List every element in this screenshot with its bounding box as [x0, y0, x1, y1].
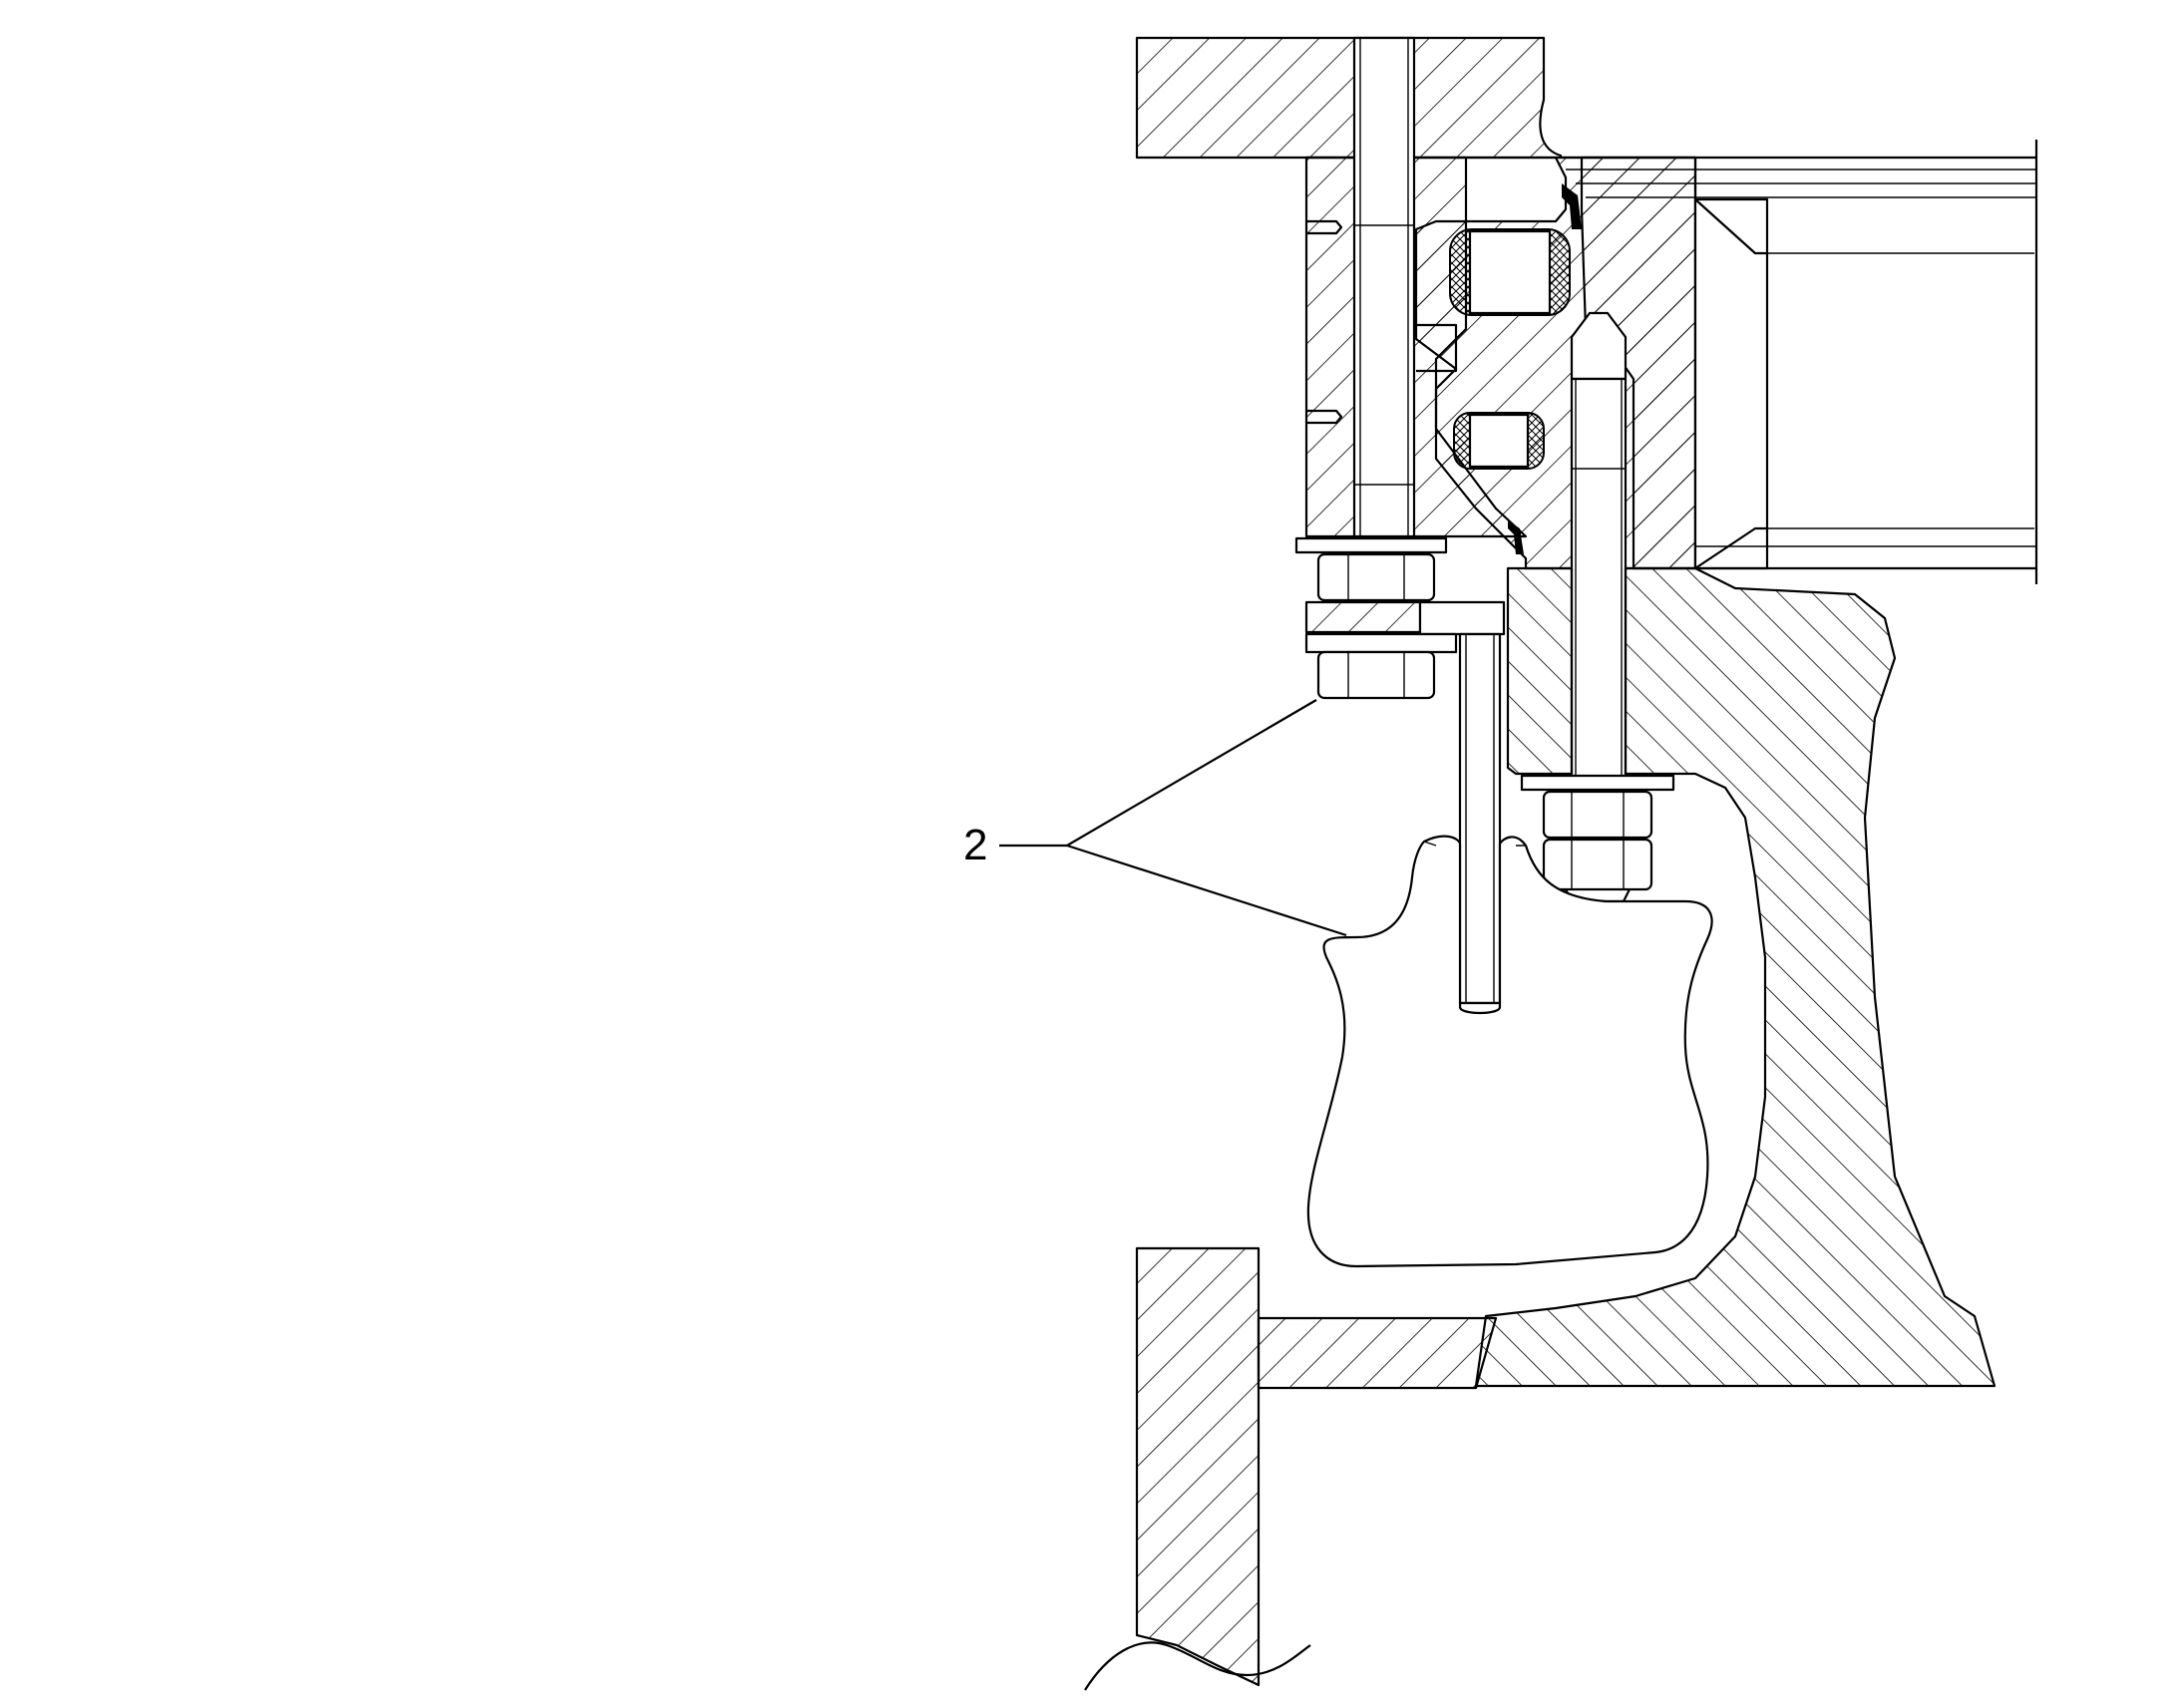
clamp-shoe	[1306, 835, 1713, 1268]
top-flange	[1135, 36, 1563, 160]
long-bolt-shaft	[1352, 36, 1416, 538]
stud-washer	[1520, 774, 1675, 792]
stud-nut-upper	[1542, 790, 1653, 840]
stud-nut-lower	[1542, 838, 1653, 891]
seal-lip-lower	[1508, 520, 1524, 554]
seal-lip-upper	[1562, 183, 1582, 229]
bracket-plate-hatched	[1304, 600, 1422, 634]
column-break-line	[1084, 1641, 1311, 1691]
left-housing-block	[1304, 156, 1358, 538]
main-lower-body	[1506, 566, 1574, 776]
callout-leader-lower	[1066, 844, 1347, 937]
hex-nut-upper	[1316, 552, 1436, 602]
callout-label-2: 2	[963, 821, 988, 869]
stud-shaft	[1570, 377, 1628, 780]
washer-top	[1294, 536, 1448, 554]
bracket-plate-arm	[1418, 600, 1506, 636]
bottom-rail	[1257, 1316, 1498, 1390]
hex-nut-lower	[1316, 650, 1436, 700]
callout-leader-upper	[1066, 699, 1317, 847]
left-column	[1135, 1246, 1261, 1687]
